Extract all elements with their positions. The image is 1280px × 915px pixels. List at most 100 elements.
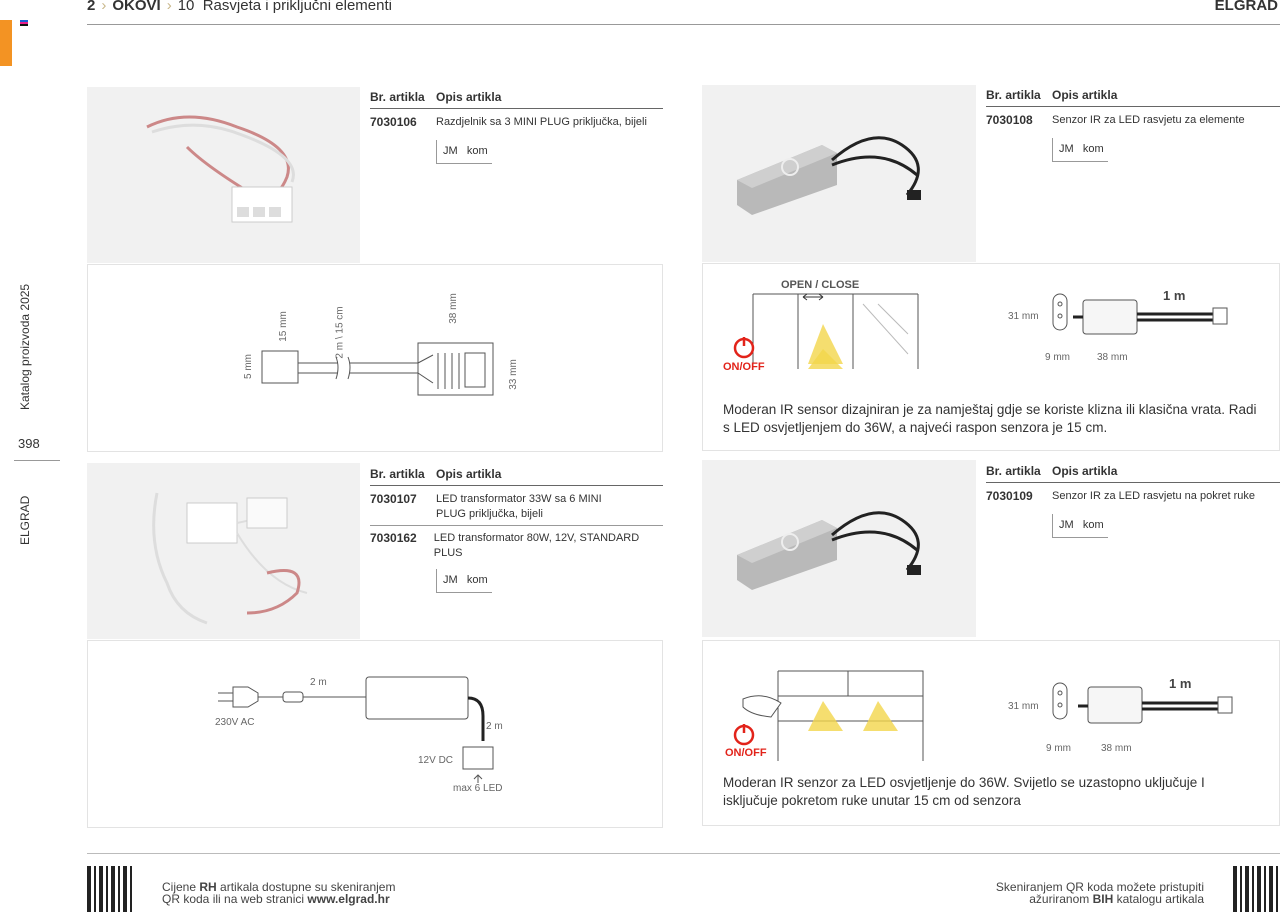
on-off-label: ON/OFF <box>723 361 765 373</box>
dim-label: 38 mm <box>1097 352 1128 363</box>
dim-label: 31 mm <box>1008 701 1039 712</box>
sensor-hand-diagram <box>733 670 1233 761</box>
unit-box: JM kom <box>1052 514 1108 538</box>
sku: 7030162 <box>370 531 417 545</box>
product-image-splitter <box>87 87 360 263</box>
input-voltage-label: 230V AC <box>215 717 255 728</box>
chevron-right-icon: › <box>166 0 172 14</box>
brand-header: ELGRAD <box>1214 0 1278 14</box>
product-table-3: Br. artikla Opis artikla 7030108 Senzor IR… <box>986 88 1280 162</box>
sku: 7030106 <box>370 115 417 129</box>
description: LED transformator 80W, 12V, STANDARD PLU… <box>433 532 640 559</box>
chapter-title: OKOVI <box>112 0 161 14</box>
unit-box: JM kom <box>1052 138 1108 162</box>
splitter-photo <box>146 115 295 223</box>
unit-label: JM <box>1059 519 1074 531</box>
section-title: Rasvjeta i priključni elementi <box>202 0 392 14</box>
cable-length-label: 2 m <box>486 721 503 732</box>
section-number: 10 <box>177 0 195 14</box>
dim-label: 38 mm <box>447 293 459 324</box>
header-sku: Br. artikla <box>370 90 425 104</box>
cable-length-label: 1 m <box>1163 288 1186 303</box>
sidebar-divider <box>14 460 60 461</box>
description: LED transformator 33W sa 6 MINI PLUG pri… <box>436 493 602 520</box>
header-sku: Br. artikla <box>370 467 425 481</box>
qr-code-rh[interactable] <box>87 866 133 912</box>
header-desc: Opis artikla <box>436 467 502 481</box>
chevron-right-icon: › <box>101 0 107 14</box>
description: Senzor IR za LED rasvjetu za elemente <box>1052 114 1245 126</box>
footer-text: katalogu artikala <box>1113 892 1204 906</box>
product-description: Moderan IR sensor dizajniran je za namje… <box>723 402 1257 435</box>
dim-label: 15 mm <box>277 311 289 342</box>
diagram-panel-3: OPEN / CLOSE ON/OFF 31 mm 9 mm 38 mm 1 m… <box>702 263 1280 451</box>
dim-label: 5 mm <box>243 354 254 379</box>
dim-label: 9 mm <box>1046 743 1071 754</box>
table-row: 7030107 LED transformator 33W sa 6 MINI P… <box>370 486 663 526</box>
header-divider <box>87 24 1280 25</box>
header-sku: Br. artikla <box>986 88 1041 102</box>
on-off-label: ON/OFF <box>725 747 767 759</box>
header-desc: Opis artikla <box>436 90 502 104</box>
diagram-panel-2: 2 m 230V AC 2 m 12V DC max 6 LED <box>87 640 663 828</box>
dim-label: 2 m \ 15 cm <box>334 306 346 359</box>
product-image-sensor-hand <box>702 460 976 637</box>
footer-text: RH <box>199 880 217 894</box>
dim-label: 9 mm <box>1045 352 1070 363</box>
unit-value: kom <box>466 145 488 157</box>
header-desc: Opis artikla <box>1052 88 1118 102</box>
sku: 7030109 <box>986 489 1033 503</box>
qr-code-bih[interactable] <box>1233 866 1279 912</box>
sku: 7030107 <box>370 492 417 506</box>
diagram-panel-4: ON/OFF 31 mm 9 mm 38 mm 1 m Moderan IR s… <box>702 640 1280 826</box>
footer-text: BIH <box>1092 892 1114 906</box>
website-link[interactable]: www.elgrad.hr <box>307 892 390 906</box>
sensor-photo <box>737 511 921 590</box>
transformer-photo <box>152 492 308 625</box>
cable-length-label: 2 m <box>310 677 327 688</box>
sku: 7030108 <box>986 113 1033 127</box>
page-number: 398 <box>18 436 40 451</box>
table-row: 7030106 Razdjelnik sa 3 MINI PLUG priklju… <box>370 109 663 130</box>
footer-text: artikala dostupne su skeniranjem <box>216 880 396 894</box>
footer-divider <box>87 853 1280 854</box>
dim-label: 33 mm <box>507 359 519 390</box>
open-close-label: OPEN / CLOSE <box>781 279 860 291</box>
product-image-sensor-door <box>702 85 976 262</box>
output-voltage-label: 12V DC <box>418 755 454 766</box>
unit-label: JM <box>443 574 458 586</box>
unit-box: JM kom <box>436 569 492 593</box>
unit-label: JM <box>443 145 458 157</box>
unit-box: JM kom <box>436 140 492 164</box>
header-desc: Opis artikla <box>1052 464 1118 478</box>
unit-label: JM <box>1059 143 1074 155</box>
footer-text: QR koda ili na web stranici <box>162 892 308 906</box>
dim-label: 31 mm <box>1008 311 1039 322</box>
sidebar-brand: ELGRAD <box>18 495 32 545</box>
chapter-number: 2 <box>87 0 96 14</box>
footer-text: ažuriranom <box>1029 892 1093 906</box>
catalog-label: Katalog proizvoda 2025 <box>18 283 32 410</box>
section-color-tab <box>0 20 12 66</box>
unit-value: kom <box>1082 519 1104 531</box>
splitter-diagram <box>261 342 494 396</box>
breadcrumb: 2 › OKOVI › 10 Rasvjeta i priključni element… <box>87 0 392 14</box>
product-description: Moderan IR senzor za LED osvjetljenje do… <box>723 775 1205 808</box>
sensor-door-diagram <box>733 293 1228 369</box>
sensor-photo <box>737 136 921 215</box>
cable-length-label: 1 m <box>1169 676 1192 691</box>
table-row: 7030162 LED transformator 80W, 12V, STAND… <box>370 526 663 561</box>
description: Razdjelnik sa 3 MINI PLUG priključka, bi… <box>436 116 647 128</box>
product-table-1: Br. artikla Opis artikla 7030106 Razdjelni… <box>370 90 663 164</box>
footer-text: Skeniranjem QR koda možete pristupiti <box>995 880 1204 894</box>
max-led-label: max 6 LED <box>453 783 503 794</box>
dim-label: 38 mm <box>1101 743 1132 754</box>
header-sku: Br. artikla <box>986 464 1041 478</box>
unit-value: kom <box>466 574 488 586</box>
product-image-transformer <box>87 463 360 639</box>
footer-right-text: Skeniranjem QR koda možete pristupiti až… <box>996 881 1204 905</box>
transformer-diagram <box>218 676 494 783</box>
